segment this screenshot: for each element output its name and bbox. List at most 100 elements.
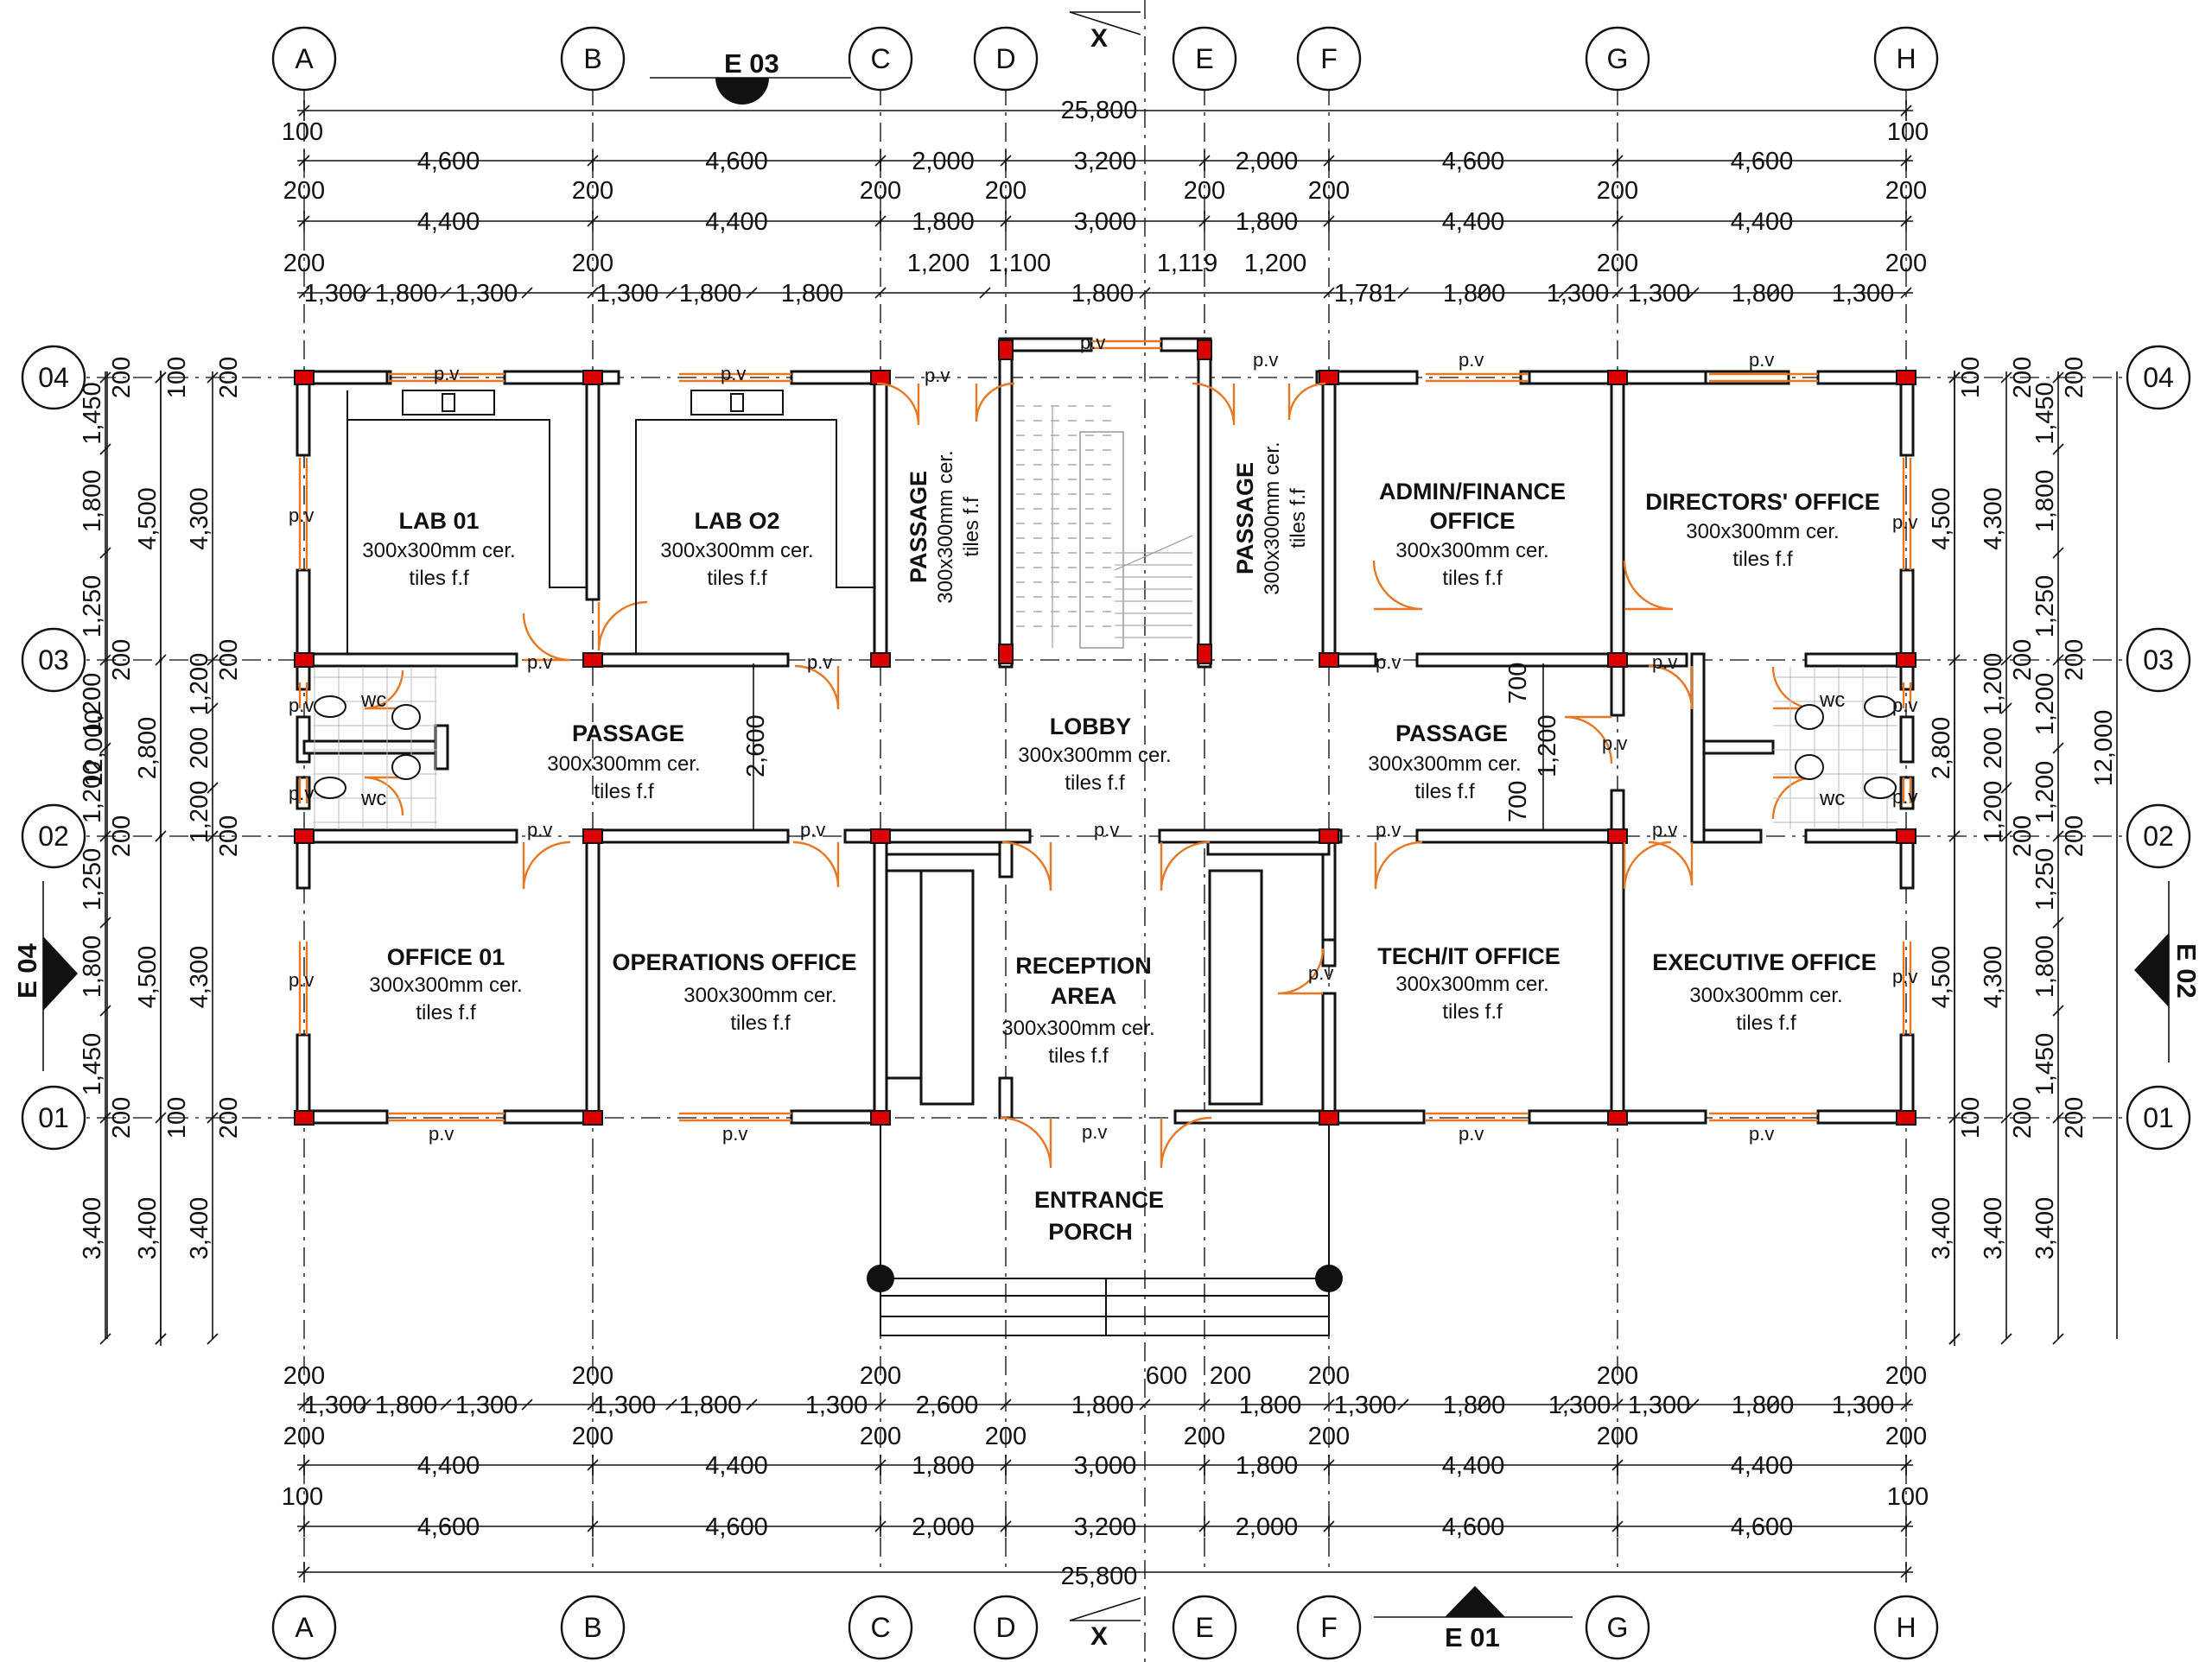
room-finish-line2: tiles f.f (1414, 780, 1475, 803)
structural-column (294, 1110, 315, 1126)
dimension-label: 1,200 (79, 673, 106, 736)
window-label: p.v (434, 363, 459, 384)
room-name-line2: PORCH (1048, 1219, 1133, 1245)
dimension-label: 200 (2061, 357, 2088, 398)
dimension-label: 1,800 (1732, 1392, 1795, 1419)
dimension-label: 200 (283, 250, 325, 277)
grid-bubble-row (21, 345, 86, 410)
wc-tiles (313, 667, 437, 829)
wall-segment (296, 1033, 311, 1120)
dimension-tick (1139, 287, 1151, 299)
dimension-label: 1,200 (79, 761, 106, 824)
wall-segment (1899, 1033, 1915, 1120)
grid-bubble-label: H (1896, 1612, 1916, 1643)
dimension-label: 1,200 (1980, 653, 2007, 716)
room-finish-line2: tiles f.f (1732, 548, 1793, 571)
room-name: OFFICE 01 (387, 944, 505, 970)
wall-segment (302, 1109, 389, 1125)
dimension-label: 1,450 (79, 1033, 106, 1096)
door-swing (1374, 841, 1423, 890)
wall-segment (1616, 1109, 1707, 1125)
dimension-label: 1,300 (1628, 1392, 1691, 1419)
dimension-tick (979, 287, 991, 299)
room-passage-ne: PASSAGE 300x300mm cer. tiles f.f (1232, 441, 1310, 594)
door-swing (1564, 715, 1613, 764)
door-swing (792, 841, 840, 888)
dimension-label: 1,300 (1628, 280, 1691, 308)
grid-bubble-column (560, 1595, 626, 1660)
dimension-tick (2000, 1333, 2012, 1345)
section-mark-bottom: X (1069, 1597, 1141, 1651)
grid-bubble-column (973, 1595, 1039, 1660)
door-swing (1648, 841, 1694, 886)
dimension-tick (746, 1399, 758, 1411)
window-label: p.v (1094, 819, 1119, 841)
dimension-tick (99, 742, 111, 754)
dimension-tick (1688, 287, 1700, 299)
porch-column (1315, 1265, 1343, 1292)
wall-segment (1616, 370, 1707, 385)
dimension-label: 200 (1597, 1423, 1638, 1450)
room-finish-line2: tiles f.f (1442, 567, 1503, 590)
dimension-label: 200 (1597, 250, 1638, 277)
room-finish: 300x300mm cer. (1261, 441, 1284, 594)
dimension-tick (2000, 1112, 2012, 1124)
dimension-label: 1,800 (375, 280, 438, 308)
dimension-tick (2052, 371, 2064, 384)
toilet-icon (314, 777, 346, 799)
structural-column (870, 828, 891, 844)
window-label: p.v (925, 365, 950, 386)
wall-segment (1327, 1109, 1426, 1125)
dimension-label: 1,250 (2031, 575, 2059, 638)
window-label: p.v (1892, 786, 1917, 808)
structural-column (1319, 652, 1339, 668)
dimension-label: 1,781 (1334, 280, 1397, 308)
dimension-tick (155, 830, 167, 842)
toilet-icon (1864, 695, 1897, 718)
dimension-label: 1,300 (805, 1392, 868, 1419)
room-entrance-porch: ENTRANCE PORCH (1034, 1187, 1164, 1245)
dimension-label: 200 (572, 250, 613, 277)
grid-bubble-column (1873, 26, 1939, 92)
grid-bubble-label: E (1195, 43, 1213, 74)
grid-bubble-row (21, 803, 86, 869)
dimension-label: 200 (1184, 1423, 1225, 1450)
room-lobby: LOBBY 300x300mm cer. tiles f.f (1018, 714, 1171, 795)
dimension-label: 4,600 (705, 148, 768, 175)
wall-segment (790, 370, 881, 385)
dimension-label: 1,800 (679, 280, 742, 308)
elevation-marker-east: E 02 (2134, 881, 2202, 1063)
dimension-tick (1688, 1399, 1700, 1411)
room-name-line2: OFFICE (1430, 508, 1516, 534)
dimension-tick (1948, 1333, 1961, 1345)
door-swing (1000, 1116, 1052, 1169)
dimension-label: 200 (186, 727, 213, 769)
dimension-tick (1323, 287, 1335, 299)
dimension-tick (2000, 702, 2012, 714)
dimension-tick (99, 547, 111, 559)
dimension-label: 2,600 (916, 1392, 979, 1419)
elevation-label-west: E 04 (12, 942, 42, 999)
lab-sink-tap (442, 393, 455, 412)
dimension-label: 1,800 (1071, 280, 1135, 308)
wc-label: wc (1819, 787, 1845, 810)
wall-segment (1610, 834, 1625, 1120)
dimension-label: 1,300 (304, 1392, 367, 1419)
wall-segment (434, 724, 449, 771)
dimension-tick (1767, 1399, 1779, 1411)
room-finish-line2: tiles f.f (409, 567, 469, 590)
dimension-tick (1611, 1399, 1624, 1411)
window-label: p.v (1602, 733, 1627, 754)
structural-column (294, 828, 315, 844)
wall-segment (585, 834, 601, 1120)
wall-segment (998, 1076, 1014, 1120)
dimension-label: 1,119 (1157, 250, 1217, 277)
wall-segment (998, 841, 1014, 879)
dimension-label: 4,600 (417, 1513, 480, 1541)
dimension-label: 1,800 (79, 470, 106, 533)
dimension-tick (1948, 1112, 1961, 1124)
grid-bubble-row (2126, 627, 2191, 693)
walls (294, 337, 1916, 1126)
dimension-label: 4,600 (1442, 1513, 1505, 1541)
